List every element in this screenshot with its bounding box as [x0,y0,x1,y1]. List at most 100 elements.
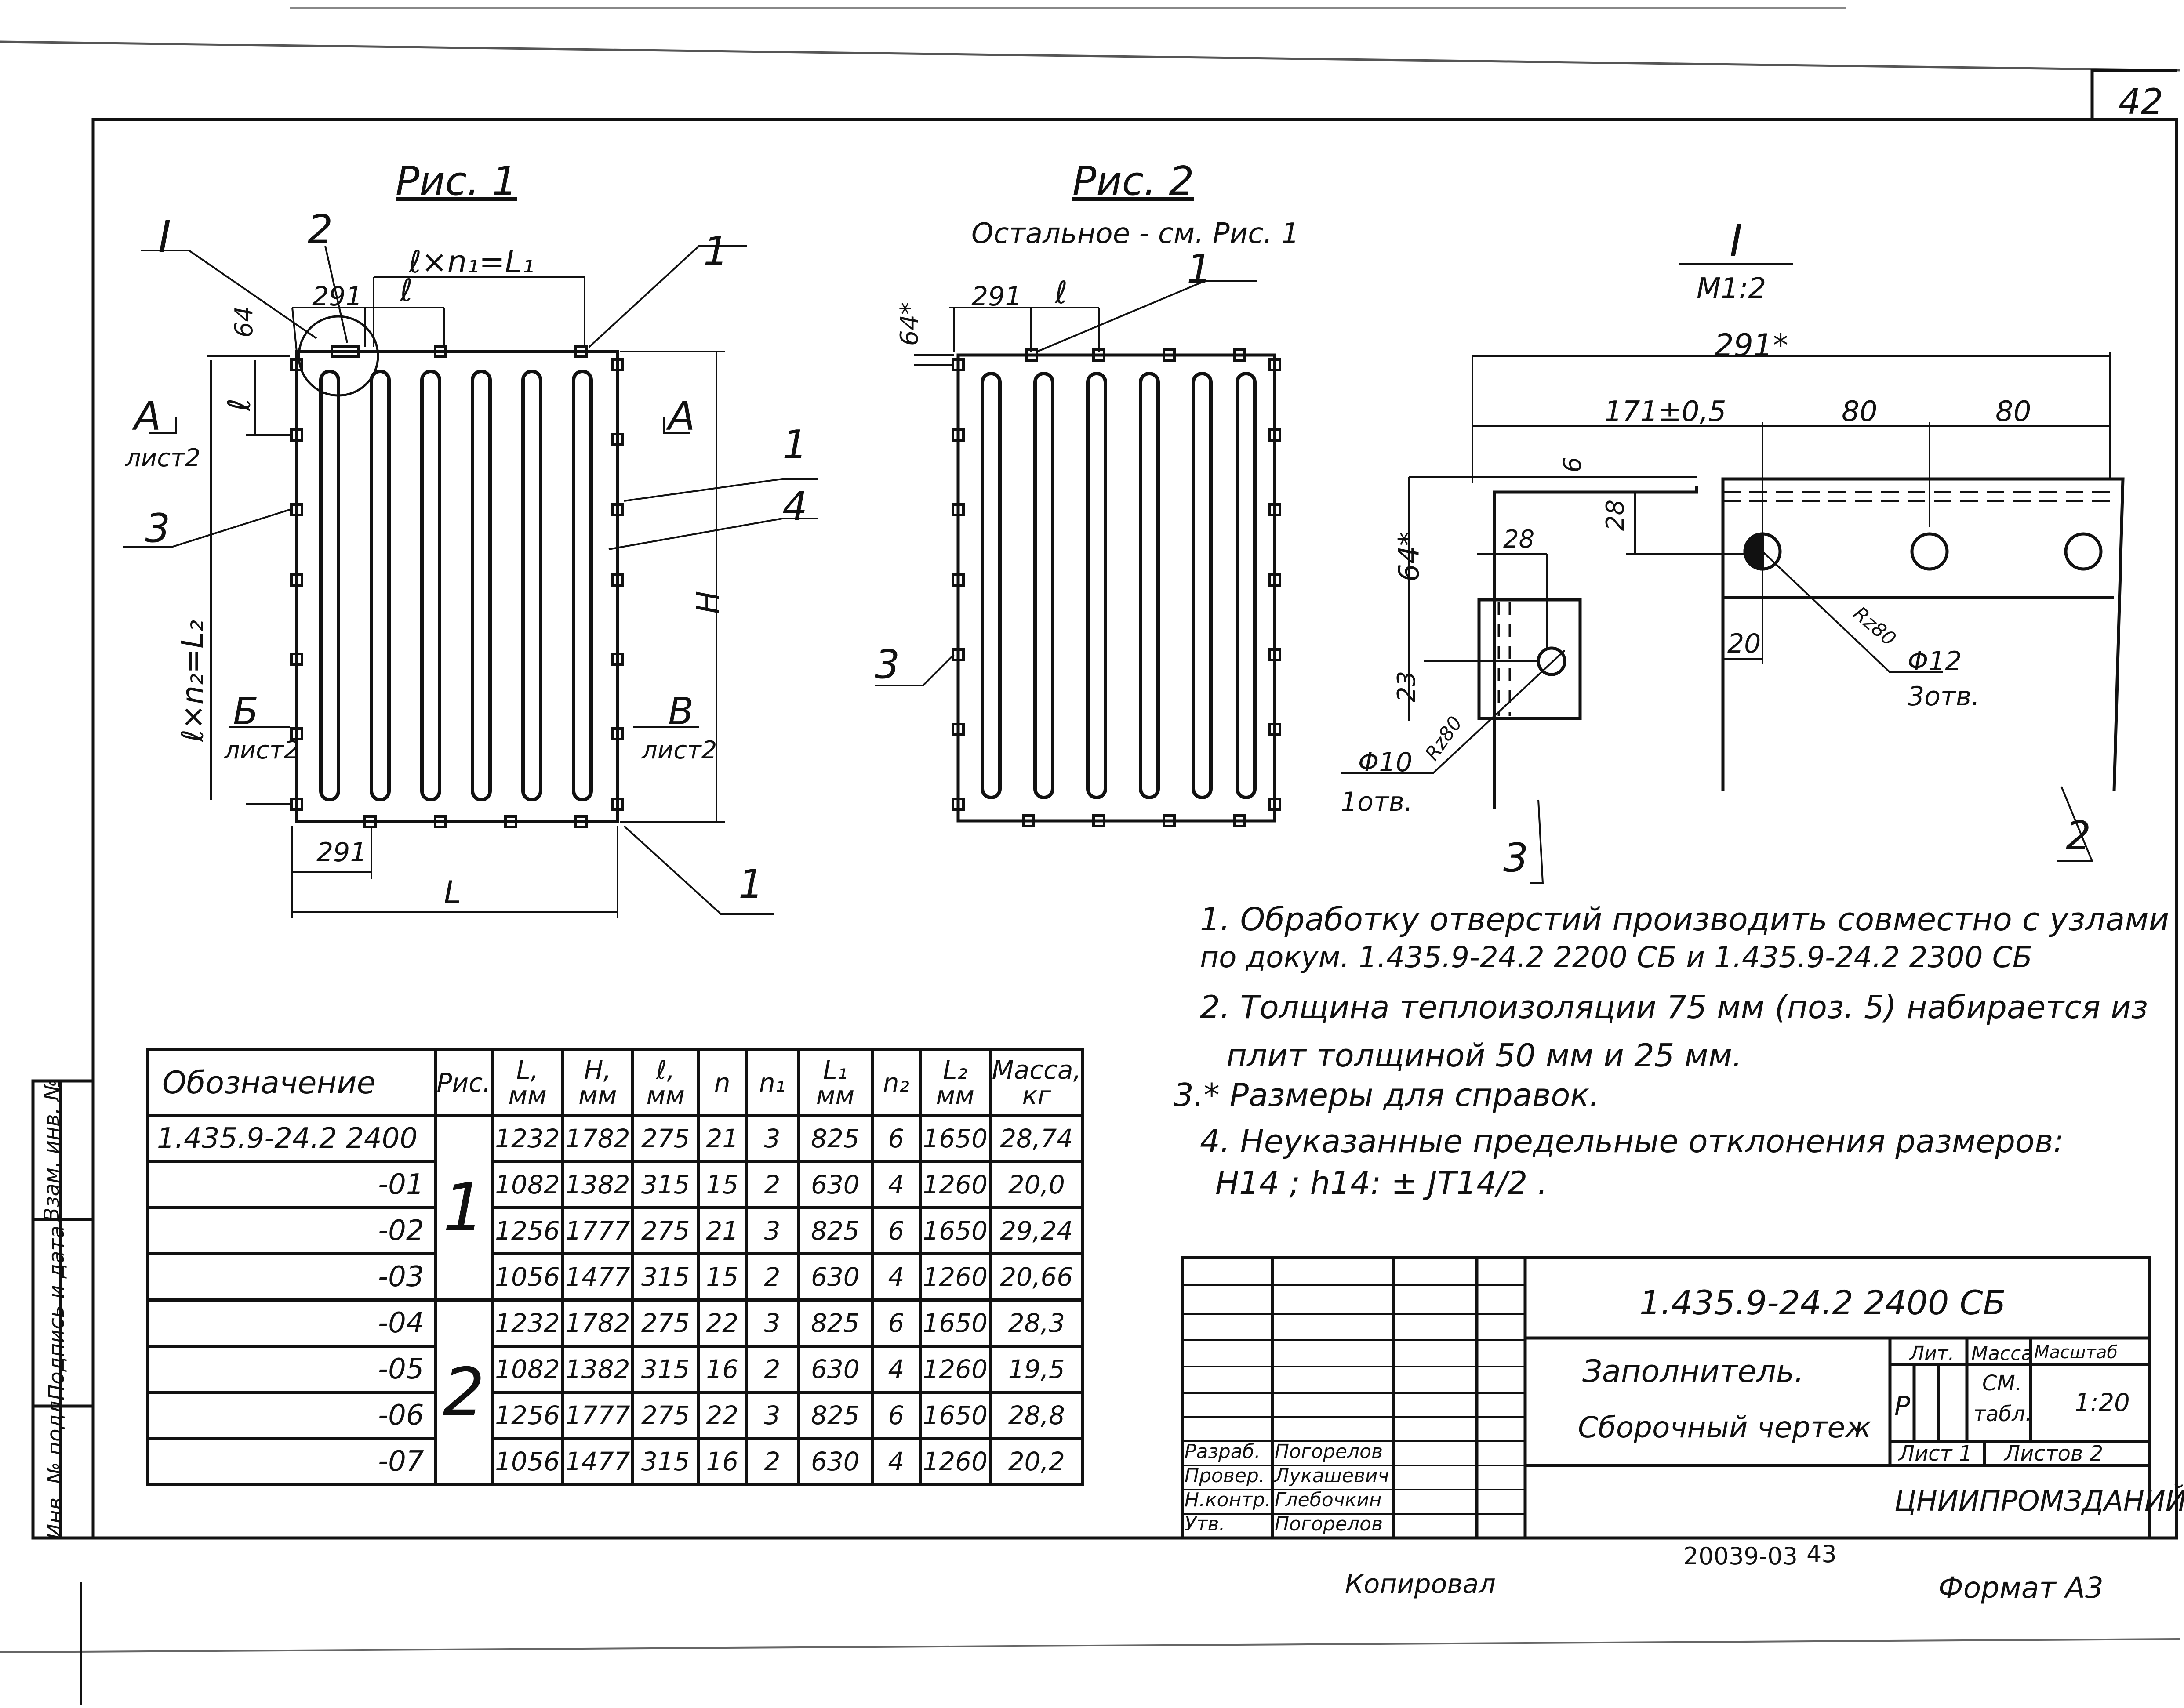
fig2-title: Рис. 2 [1072,158,1194,204]
fig1-callout-1a: 1 [703,228,729,275]
fig1-sec-A-left: А [134,393,161,439]
detail-dim-28h: 28 [1503,525,1535,554]
strip-vzam: Взам. инв. № [39,1079,64,1222]
fig1-dim-l: ℓ [400,272,413,308]
fig1-sec-A-left-sheet: лист2 [125,444,201,472]
title-block-lines [1181,1256,2151,1540]
hdr-n: n [697,1048,748,1117]
hdr-designation: Обозначение [146,1048,437,1117]
fig1-geometry [123,245,818,918]
hdr-L: L, мм [491,1048,564,1117]
strip-inv-podl: Инв. № подл. [43,1394,68,1540]
detail-dim-28v: 28 [1601,499,1630,531]
hdr-H: H, мм [561,1048,635,1117]
fig1-sec-A-right: А [668,393,695,439]
stamp-num: 43 [1806,1540,1837,1568]
fig2-dim-64: 64* [895,302,924,346]
detail-dim-23: 23 [1392,671,1421,703]
fig1-slots [319,370,593,801]
detail-dim-6: 6 [1558,457,1587,473]
scale-label: Масштаб [2034,1342,2118,1363]
hdr-l: ℓ, мм [631,1048,700,1117]
detail-dim-64: 64* [1393,532,1426,582]
fig1-callout-4: 4 [782,483,808,529]
hdr-n1: n₁ [745,1048,800,1117]
note-2b: плит толщиной 50 мм и 25 мм. [1226,1037,1742,1074]
copied-label: Копировал [1345,1569,1496,1599]
fig2-geometry [875,280,1281,827]
role-0: Разраб. [1185,1440,1261,1463]
person-2: Глебочкин [1275,1489,1382,1511]
detail-scale: М1:2 [1697,272,1766,305]
fig1-callout-1b: 1 [782,422,808,468]
sheet-label: Лист 1 [1899,1441,1973,1466]
fig1-dim-lxn1: ℓ×n₁=L₁ [409,244,534,280]
doc-name-line1: Заполнитель. [1582,1353,1804,1389]
detail-title: I [1730,215,1743,267]
fig1-dim-291-bottom: 291 [316,837,367,868]
fig1-callout-I: I [158,211,171,262]
spec-table: Обозначение Рис. L, мм H, мм ℓ, мм n n₁ … [146,1048,1085,1486]
detail-callout-3: 3 [1503,835,1529,881]
mass-value-1: СМ. [1982,1371,2022,1396]
role-2: Н.контр. [1185,1489,1271,1511]
detail-hole-big: Φ12 [1908,646,1962,677]
scale-value: 1:20 [2075,1389,2130,1417]
detail-hole-small: Φ10 [1358,747,1413,778]
fig-group-1: 1 [433,1114,494,1302]
hdr-n2: n₂ [871,1048,922,1117]
mass-value-2: табл. [1973,1402,2032,1426]
fig1-sec-B-left-sheet: лист2 [224,736,300,765]
sheet-number: 42 [2119,81,2163,122]
fig2-subtitle: Остальное - см. Рис. 1 [971,218,1299,250]
binding-strip [31,1079,95,1540]
hdr-mass: Масса, кг [988,1048,1085,1117]
strip-signature: Подпись и дата [44,1226,69,1400]
detail-hole-small-count: 1отв. [1341,787,1413,817]
role-3: Утв. [1185,1513,1225,1535]
fig1-title: Рис. 1 [396,158,517,204]
note-1b: по докум. 1.435.9-24.2 2200 СБ и 1.435.9… [1200,940,2032,974]
hdr-L2: L₂ мм [918,1048,992,1117]
fig2-callout-1: 1 [1187,246,1212,292]
fig1-dim-291-top: 291 [312,281,363,312]
note-3: 3.* Размеры для справок. [1174,1077,1599,1113]
drawing-frame [91,118,2178,1540]
fig1-sec-B-left: Б [233,690,259,733]
detail-dim-80a: 80 [1842,395,1878,428]
hdr-fig: Рис. [433,1048,494,1117]
mass-label: Масса [1971,1342,2033,1365]
person-0: Погорелов [1275,1440,1383,1463]
detail-dim-20: 20 [1727,628,1761,659]
fig1-dim-64: 64 [230,306,259,338]
fig1-callout-1c: 1 [738,861,764,907]
person-3: Погорелов [1275,1513,1383,1535]
detail-callout-2: 2 [2066,813,2091,859]
note-1a: 1. Обработку отверстий производить совме… [1200,901,2169,938]
detail-dim-291: 291* [1714,327,1788,363]
stamp-code: 20039-03 [1683,1542,1798,1570]
fig1-callout-3: 3 [145,505,171,551]
format-label: Формат А3 [1938,1571,2104,1605]
org-name: ЦНИИПРОМЗДАНИЙ [1894,1485,2184,1518]
fig1-dim-L: L [444,874,461,910]
fig1-dim-lxn2: ℓ×n₂=L₂ [175,620,211,742]
note-4b: H14 ; h14: ± JT14/2 . [1215,1164,1548,1201]
fig2-dim-291: 291 [971,281,1022,312]
detail-dim-80b: 80 [1995,395,2031,428]
fig2-dim-l: ℓ [1055,275,1068,311]
person-1: Лукашевич [1275,1465,1389,1487]
note-2a: 2. Толщина теплоизоляции 75 мм (поз. 5) … [1200,989,2148,1026]
hdr-L1: L₁ мм [796,1048,874,1117]
doc-code: 1.435.9-24.2 2400 СБ [1639,1283,2006,1322]
fig1-dim-H: H [690,591,727,614]
note-4a: 4. Неуказанные предельные отклонения раз… [1200,1123,2064,1160]
fig1-sec-V-right: В [668,690,694,733]
